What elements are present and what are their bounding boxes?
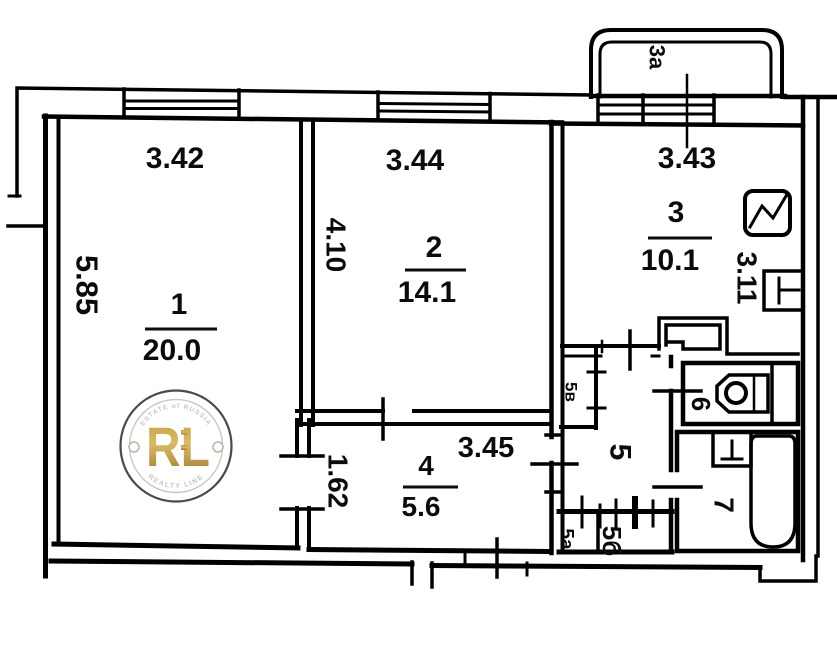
svg-text:2: 2 bbox=[426, 231, 443, 264]
svg-text:14.1: 14.1 bbox=[398, 276, 456, 309]
svg-text:20.0: 20.0 bbox=[143, 334, 201, 367]
svg-text:3а: 3а bbox=[645, 45, 670, 70]
svg-text:3.11: 3.11 bbox=[732, 252, 763, 305]
svg-text:6: 6 bbox=[686, 397, 716, 411]
svg-text:5а: 5а bbox=[556, 528, 577, 550]
svg-text:10.1: 10.1 bbox=[641, 244, 699, 277]
svg-text:3.43: 3.43 bbox=[658, 142, 716, 175]
svg-text:4.10: 4.10 bbox=[321, 218, 352, 273]
svg-text:5б: 5б bbox=[597, 526, 627, 557]
svg-text:3: 3 bbox=[668, 196, 685, 229]
svg-text:RL: RL bbox=[146, 415, 210, 478]
svg-text:1: 1 bbox=[171, 288, 188, 321]
svg-text:3.44: 3.44 bbox=[386, 144, 445, 177]
svg-text:5.6: 5.6 bbox=[402, 491, 441, 522]
svg-text:3.45: 3.45 bbox=[458, 432, 514, 464]
svg-text:5: 5 bbox=[604, 444, 637, 461]
svg-text:4: 4 bbox=[418, 450, 434, 481]
svg-text:1.62: 1.62 bbox=[323, 454, 354, 509]
svg-text:5в: 5в bbox=[562, 382, 581, 402]
svg-text:5.85: 5.85 bbox=[70, 255, 105, 315]
svg-text:3.42: 3.42 bbox=[146, 142, 204, 175]
svg-text:7: 7 bbox=[709, 497, 740, 513]
